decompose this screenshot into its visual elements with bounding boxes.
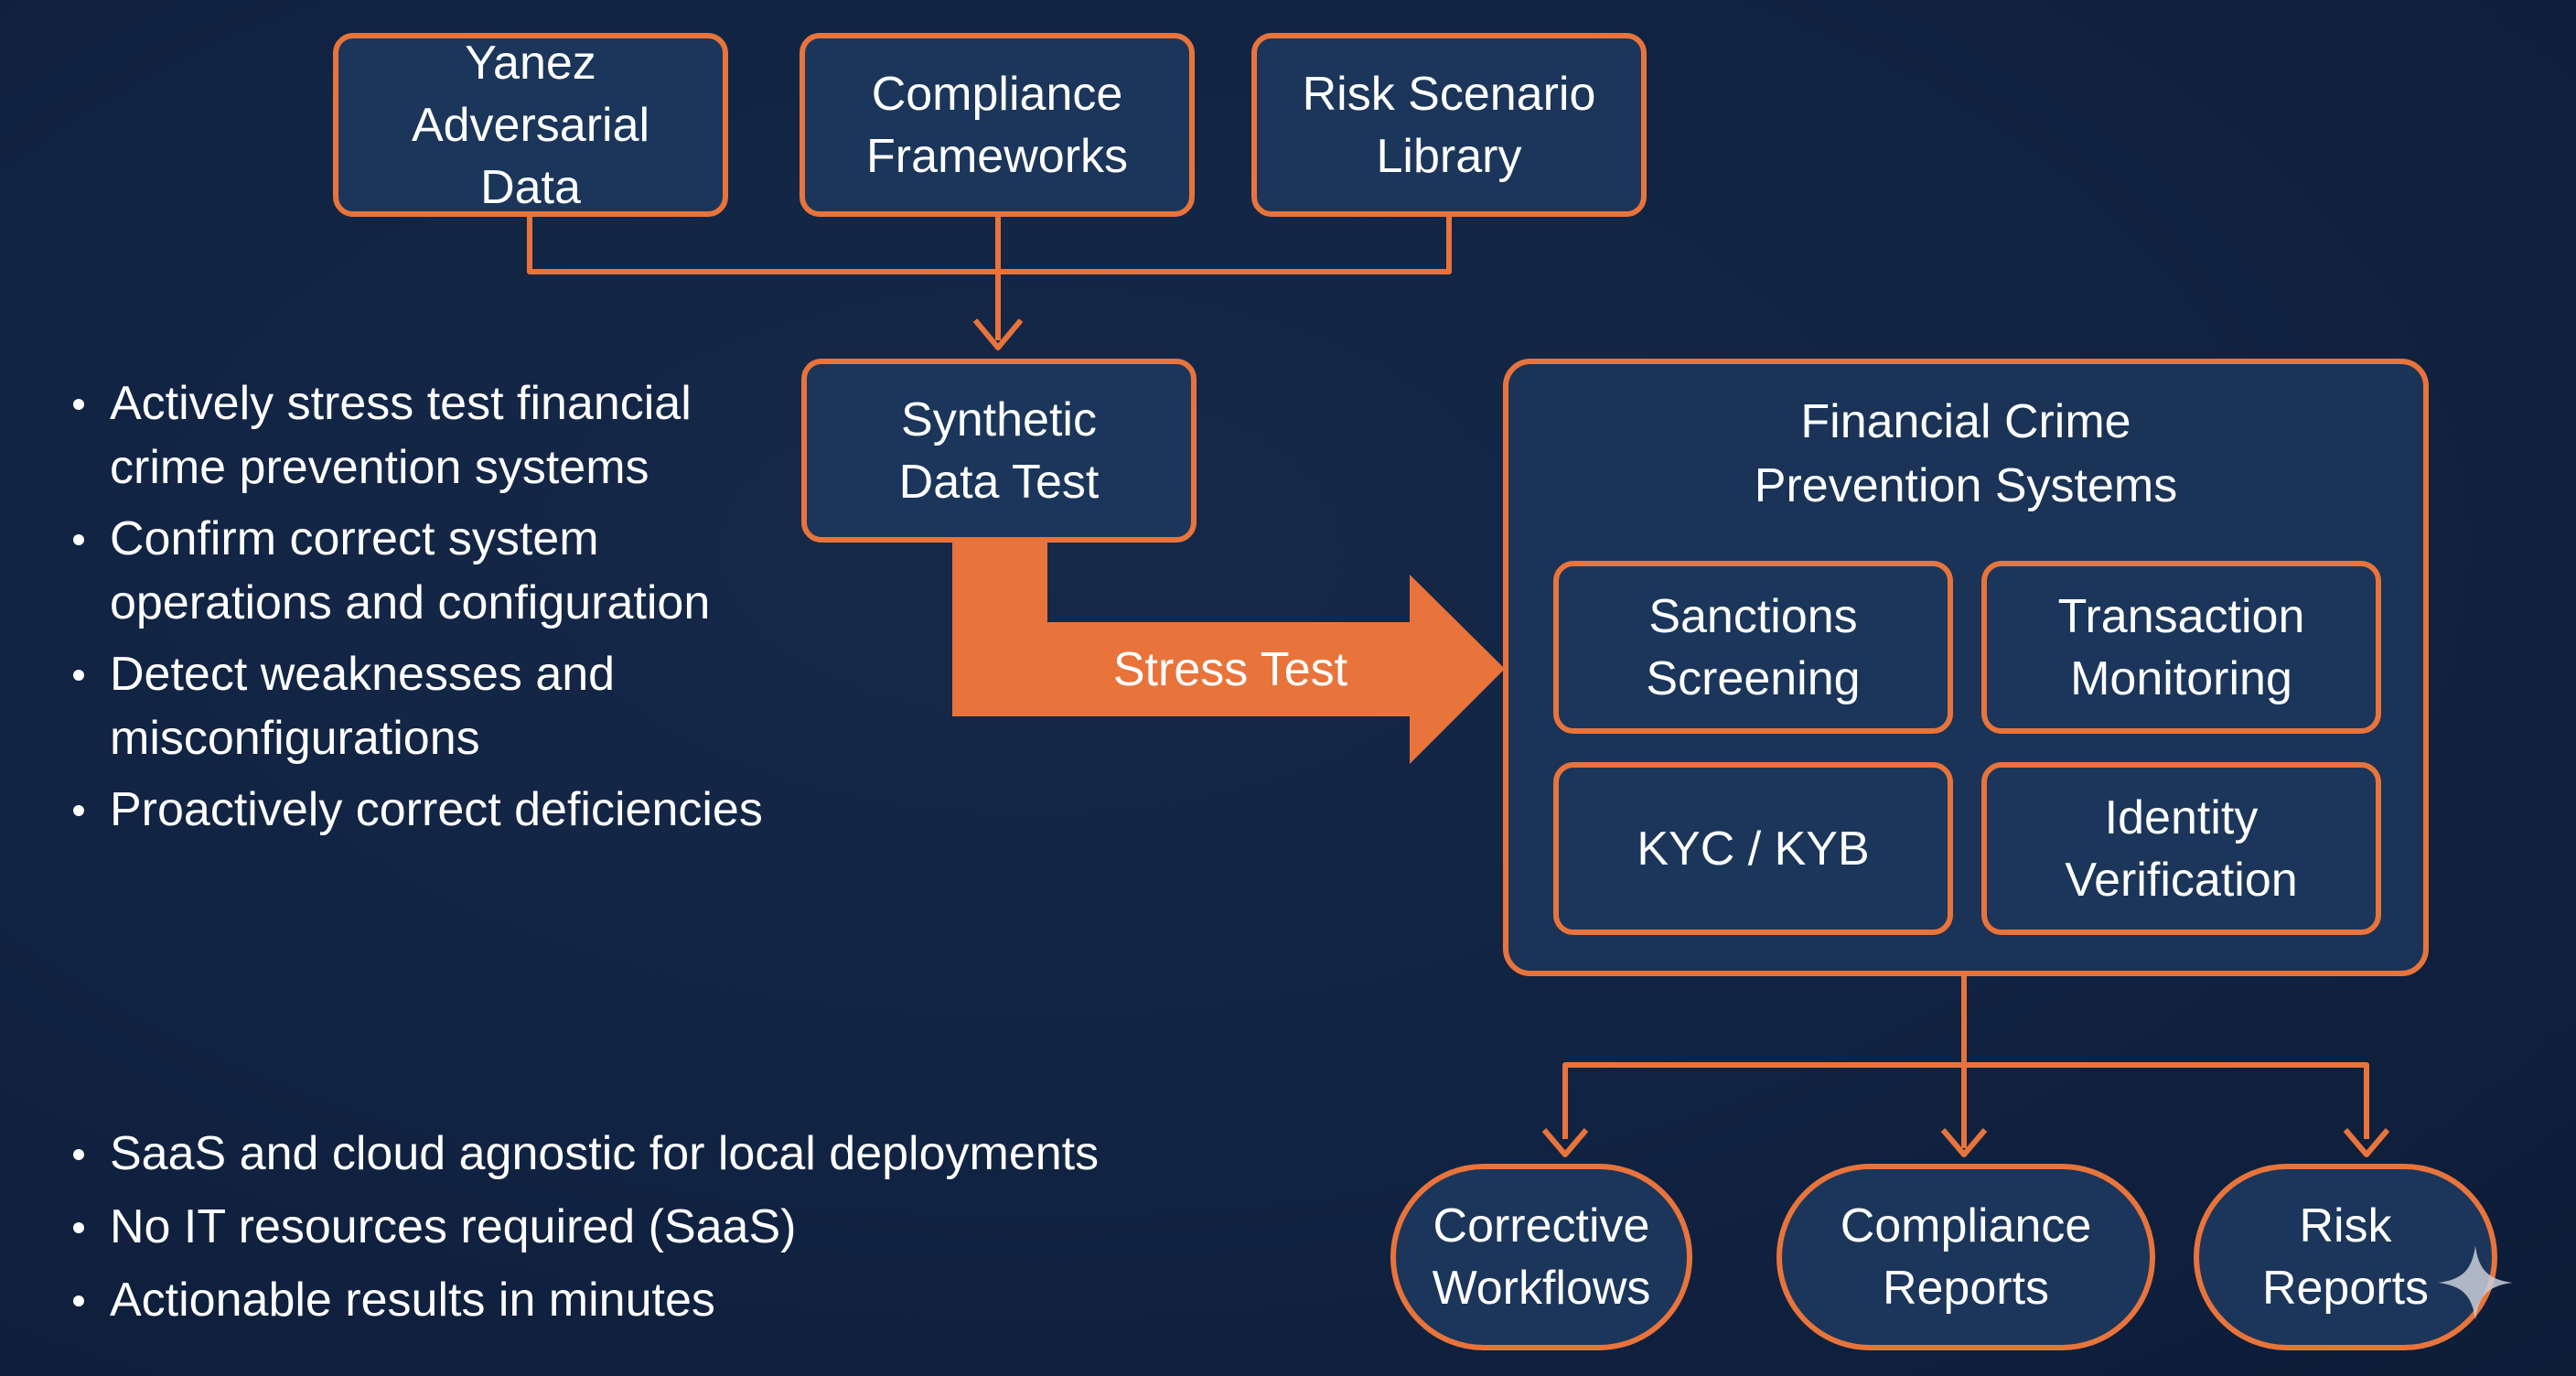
benefits-list: Actively stress test financial crime pre… (73, 371, 823, 849)
output-line: Reports (1882, 1262, 2050, 1315)
input-line: Yanez (465, 36, 596, 90)
benefit-item: Proactively correct deficiencies (73, 778, 823, 842)
benefit-item: Confirm correct system operations and co… (73, 507, 823, 635)
module-line: Sanctions (1648, 589, 1858, 643)
module-line: Verification (2065, 853, 2298, 907)
input-box-risk-scenario-library: Risk Scenario Library (1251, 33, 1647, 217)
input-box-compliance-frameworks: Compliance Frameworks (800, 33, 1195, 217)
deployment-line: No IT resources required (SaaS) (110, 1200, 797, 1253)
module-sanctions-screening: Sanctions Screening (1553, 561, 1953, 734)
benefit-line: Actively stress test financial (110, 377, 692, 430)
module-line: Monitoring (2070, 651, 2292, 705)
arrowhead-to-compliance-reports (1940, 1128, 1988, 1157)
output-line: Reports (2261, 1262, 2430, 1315)
module-line: Transaction (2057, 589, 2305, 643)
input-line: Data (480, 160, 581, 214)
input-line: Frameworks (865, 129, 1129, 183)
input-line: Library (1376, 129, 1522, 183)
input-line: Compliance (871, 67, 1123, 121)
module-identity-verification: Identity Verification (1981, 762, 2381, 935)
benefit-line: operations and configuration (110, 576, 711, 629)
module-line: Screening (1646, 651, 1861, 705)
arrowhead-to-risk-reports (2343, 1128, 2390, 1157)
deployment-item: Actionable results in minutes (73, 1268, 1262, 1332)
benefit-line: Confirm correct system (110, 512, 599, 565)
synthetic-line: Synthetic (901, 392, 1097, 446)
benefit-line: Detect weaknesses and (110, 648, 616, 701)
output-line: Corrective (1433, 1199, 1650, 1252)
benefit-item: Actively stress test financial crime pre… (73, 371, 823, 500)
container-title-line: Prevention Systems (1754, 459, 2178, 512)
deployment-item: SaaS and cloud agnostic for local deploy… (73, 1122, 1262, 1186)
module-line: Identity (2104, 790, 2259, 844)
output-line: Compliance (1840, 1199, 2092, 1252)
input-box-adversarial-data: Yanez Adversarial Data (333, 33, 728, 217)
output-compliance-reports: Compliance Reports (1776, 1164, 2155, 1350)
container-title-line: Financial Crime (1800, 395, 2131, 448)
module-line: KYC / KYB (1637, 822, 1870, 876)
deployment-line: Actionable results in minutes (110, 1274, 715, 1327)
output-risk-reports: Risk Reports (2194, 1164, 2497, 1350)
container-title: Financial Crime Prevention Systems (1508, 390, 2423, 518)
input-line: Adversarial (411, 98, 650, 152)
synthetic-data-test-box: Synthetic Data Test (801, 359, 1197, 543)
stress-test-label: Stress Test (1112, 643, 1348, 696)
module-kyc-kyb: KYC / KYB (1553, 762, 1953, 935)
sparkle-icon (2438, 1245, 2513, 1320)
deployment-list: SaaS and cloud agnostic for local deploy… (73, 1122, 1262, 1339)
arrowhead-to-synthetic (972, 318, 1024, 350)
synthetic-line: Data Test (898, 455, 1100, 509)
benefit-line: crime prevention systems (110, 441, 649, 494)
benefit-item: Detect weaknesses and misconfigurations (73, 642, 823, 770)
module-transaction-monitoring: Transaction Monitoring (1981, 561, 2381, 734)
input-line: Risk Scenario (1302, 67, 1596, 121)
input-connector-left (527, 217, 1452, 274)
arrowhead-to-corrective (1541, 1128, 1589, 1157)
deployment-line: SaaS and cloud agnostic for local deploy… (110, 1127, 1100, 1180)
output-corrective-workflows: Corrective Workflows (1390, 1164, 1692, 1350)
benefit-line: Proactively correct deficiencies (110, 783, 763, 836)
stress-test-arrow (952, 542, 1505, 764)
output-line: Workflows (1432, 1262, 1651, 1315)
deployment-item: No IT resources required (SaaS) (73, 1195, 1262, 1259)
benefit-line: misconfigurations (110, 712, 480, 765)
output-line: Risk (2299, 1199, 2392, 1252)
